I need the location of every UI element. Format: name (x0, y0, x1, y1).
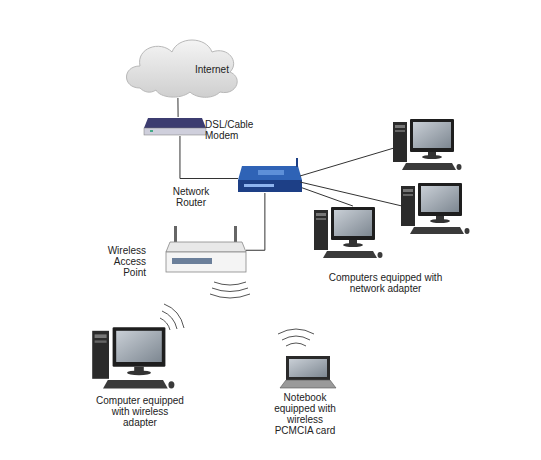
notebook-base (280, 380, 336, 388)
modem-node: DSL/Cable Modem (144, 117, 206, 136)
modem-led (150, 130, 153, 132)
wireless-wave (212, 288, 248, 292)
wireless-wave (164, 304, 184, 328)
computer-node: Computers equipped with network adapter (313, 206, 383, 262)
modem-top (144, 118, 206, 128)
ap-front (166, 252, 246, 272)
network-cable (180, 136, 238, 179)
network-cable (177, 98, 178, 117)
router-front (238, 180, 302, 192)
router-antenna (296, 158, 298, 167)
ap-antenna (174, 226, 177, 242)
wireless-wave (214, 282, 246, 285)
desktop-computer (92, 327, 174, 388)
wireless-wave (160, 318, 170, 330)
device-label: DSL/Cable Modem (205, 119, 260, 141)
router-top (238, 166, 302, 180)
access-point-node: Wireless Access Point (166, 238, 246, 273)
wireless-wave (282, 336, 310, 340)
network-cable (300, 182, 402, 206)
device-label: Network Router (162, 186, 220, 208)
desktop-computer (393, 119, 462, 170)
router-node: Network Router (238, 164, 302, 193)
modem-front (144, 128, 206, 135)
wireless-wave (286, 343, 306, 346)
wireless-wave (162, 311, 177, 329)
device-label: Notebook equipped with wireless PCMCIA c… (269, 392, 341, 436)
device-label: Computers equipped with network adapter (323, 272, 448, 294)
wireless-wave (278, 329, 314, 334)
notebook-node: Notebook equipped with wireless PCMCIA c… (280, 354, 336, 389)
ap-top (166, 242, 246, 252)
cloud-node: Internet (128, 36, 232, 98)
device-label: Internet (195, 64, 245, 75)
wireless-wave (210, 294, 250, 298)
device-label: Computer equipped with wireless adapter (95, 395, 185, 428)
desktop-computer (401, 183, 470, 234)
notebook-lid (286, 356, 330, 380)
computer-node: Computer equipped with wireless adapter (90, 326, 176, 392)
desktop-computer (314, 207, 383, 258)
network-cable (300, 148, 394, 176)
network-cable (302, 188, 353, 206)
device-label: Wireless Access Point (90, 245, 146, 278)
ap-antenna (234, 226, 237, 242)
ap-label-plate (172, 258, 212, 264)
router-leds (244, 184, 274, 187)
notebook-screen (289, 359, 327, 377)
network-cable (246, 193, 265, 250)
router-logo (258, 170, 284, 175)
